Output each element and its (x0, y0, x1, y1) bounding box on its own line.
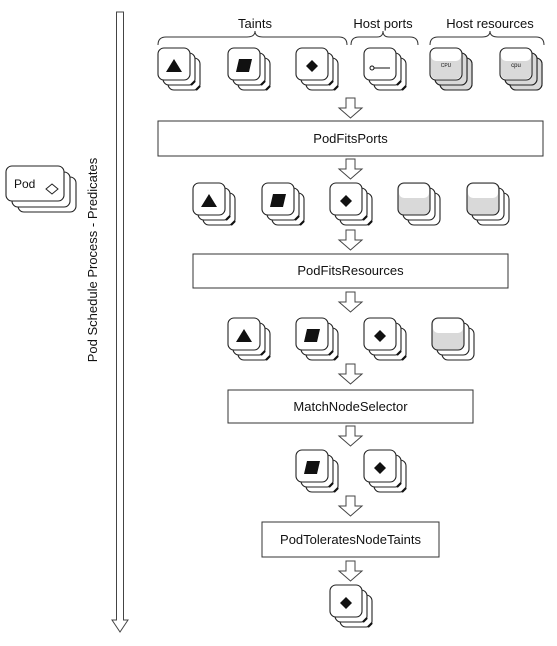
flow-arrow-8 (337, 560, 364, 582)
node-resource-gray (431, 317, 475, 361)
pod-icon (5, 165, 77, 213)
cpu-label: cpu (511, 63, 521, 69)
port-icon (369, 65, 390, 71)
flow-arrow-3 (337, 229, 364, 251)
diamond-icon (340, 195, 352, 207)
node-stacks: CPU cpu (157, 47, 543, 628)
diamond-icon (306, 60, 318, 72)
flow-arrow-7 (337, 495, 364, 517)
parallelogram-icon (270, 194, 286, 207)
flow-arrow-1 (337, 97, 364, 119)
node-host-resource-cpu: CPU (429, 47, 473, 91)
flow-arrow-6 (337, 425, 364, 447)
taints-brace (157, 30, 348, 46)
stage-podfitsports: PodFitsPorts (157, 120, 544, 157)
stage-label: MatchNodeSelector (293, 399, 408, 414)
node-taint-parallelogram (227, 47, 271, 91)
node-taint-parallelogram (295, 317, 339, 361)
side-label: Pod Schedule Process - Predicates (85, 157, 100, 362)
node-taint-diamond (295, 47, 339, 91)
cpu-label: CPU (441, 63, 452, 69)
node-taint-parallelogram (261, 182, 305, 226)
triangle-icon (201, 194, 217, 207)
parallelogram-icon (236, 59, 252, 72)
node-taint-triangle (227, 317, 271, 361)
node-taint-triangle (192, 182, 236, 226)
flow-arrow-2 (337, 158, 364, 180)
node-taint-diamond (329, 584, 373, 628)
node-taint-diamond (329, 182, 373, 226)
category-taints-label: Taints (238, 16, 272, 31)
diamond-icon (374, 330, 386, 342)
diamond-icon (340, 597, 352, 609)
node-taint-diamond (363, 449, 407, 493)
flow-arrow-5 (337, 363, 364, 385)
pod-label: Pod (14, 177, 35, 191)
stage-matchnodeselector: MatchNodeSelector (227, 389, 474, 424)
node-resource-gray (466, 182, 510, 226)
flow-arrow-4 (337, 291, 364, 313)
node-host-resource-cpu-lower: cpu (499, 47, 543, 91)
triangle-icon (166, 59, 182, 72)
parallelogram-icon (304, 329, 320, 342)
stage-label: PodFitsResources (297, 263, 404, 278)
host-ports-brace (350, 30, 419, 46)
node-taint-parallelogram (295, 449, 339, 493)
triangle-icon (236, 329, 252, 342)
stage-podfitsresources: PodFitsResources (192, 253, 509, 289)
stage-podtoleratesnodetaints: PodToleratesNodeTaints (261, 521, 440, 558)
diamond-icon (374, 462, 386, 474)
stage-label: PodToleratesNodeTaints (280, 532, 421, 547)
category-host-ports-label: Host ports (353, 16, 413, 31)
host-resources-brace (429, 30, 545, 46)
stage-label: PodFitsPorts (313, 131, 388, 146)
category-host-resources-label: Host resources (446, 16, 534, 31)
process-timeline-arrow (111, 11, 129, 633)
parallelogram-icon (304, 461, 320, 474)
node-taint-diamond (363, 317, 407, 361)
node-host-ports (363, 47, 407, 91)
node-resource-gray (397, 182, 441, 226)
node-taint-triangle (157, 47, 201, 91)
